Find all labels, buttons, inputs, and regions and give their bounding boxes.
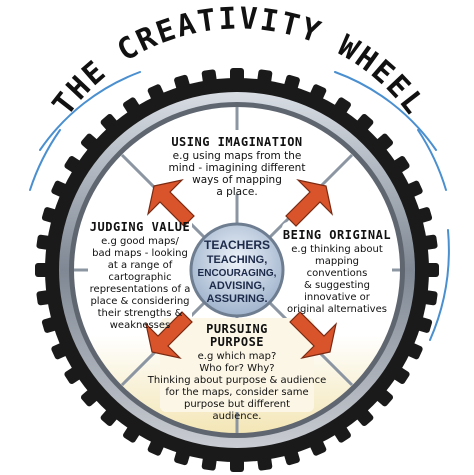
segment-bottom-line: for the maps, consider same [165, 387, 308, 398]
segment-right-line: & suggesting [304, 280, 370, 291]
wheel-hub [189, 222, 285, 318]
segment-bottom-line: e.g which map? [198, 351, 277, 362]
segment-right-heading: BEING ORIGINAL [283, 228, 391, 242]
arrow-lower-right [289, 311, 338, 360]
text-backing [88, 130, 392, 412]
segment-left-line: their strengths & [98, 308, 183, 319]
segment-bottom-heading-2: PURPOSE [210, 335, 264, 349]
segment-right-line: mapping [315, 256, 359, 267]
hub-line: TEACHING, [207, 254, 268, 266]
arrow-lower-left [144, 311, 193, 360]
segment-left-line: cartographic [108, 272, 171, 283]
segment-bottom-line: Who for? Why? [199, 363, 274, 374]
segment-bottom-line: purpose but different [184, 399, 290, 410]
arrows [144, 178, 338, 360]
segment-right-line: e.g thinking about [291, 244, 383, 255]
hub-heading: TEACHERS [204, 238, 270, 252]
motion-lines [29, 71, 450, 341]
segment-left-line: weaknesses [110, 320, 171, 331]
segment-left-heading: JUDGING VALUE [90, 220, 190, 234]
segment-bottom-line: Thinking about purpose & audience [147, 375, 327, 386]
hub-line: ASSURING. [206, 293, 267, 305]
segment-bottom-heading-1: PURSUING [206, 322, 268, 336]
segment-top-line: ways of mapping [192, 174, 282, 186]
segment-top-line: a place. [216, 186, 257, 198]
segment-right-line: original alternatives [287, 304, 387, 315]
hub-line: ENCOURAGING, [198, 268, 277, 279]
segment-top-heading: USING IMAGINATION [171, 135, 302, 149]
segment-bottom-line: audience. [213, 411, 262, 422]
segment-right-line: conventions [307, 268, 368, 279]
segment-left-line: e.g good maps/ [101, 236, 179, 247]
segment-top-line: mind - imagining different [169, 162, 306, 174]
arrow-upper-right [285, 178, 334, 227]
segment-top-line: e.g using maps from the [173, 150, 302, 162]
hub-line: ADVISING, [209, 280, 265, 292]
segment-left-line: place & considering [90, 296, 189, 307]
segment-left-line: at a range of [108, 260, 173, 271]
segment-left-line: bad maps - looking [92, 248, 188, 259]
arrow-upper-left [146, 178, 195, 227]
segment-left-line: representations of a [90, 284, 191, 295]
segment-right-line: innovative or [304, 292, 371, 303]
